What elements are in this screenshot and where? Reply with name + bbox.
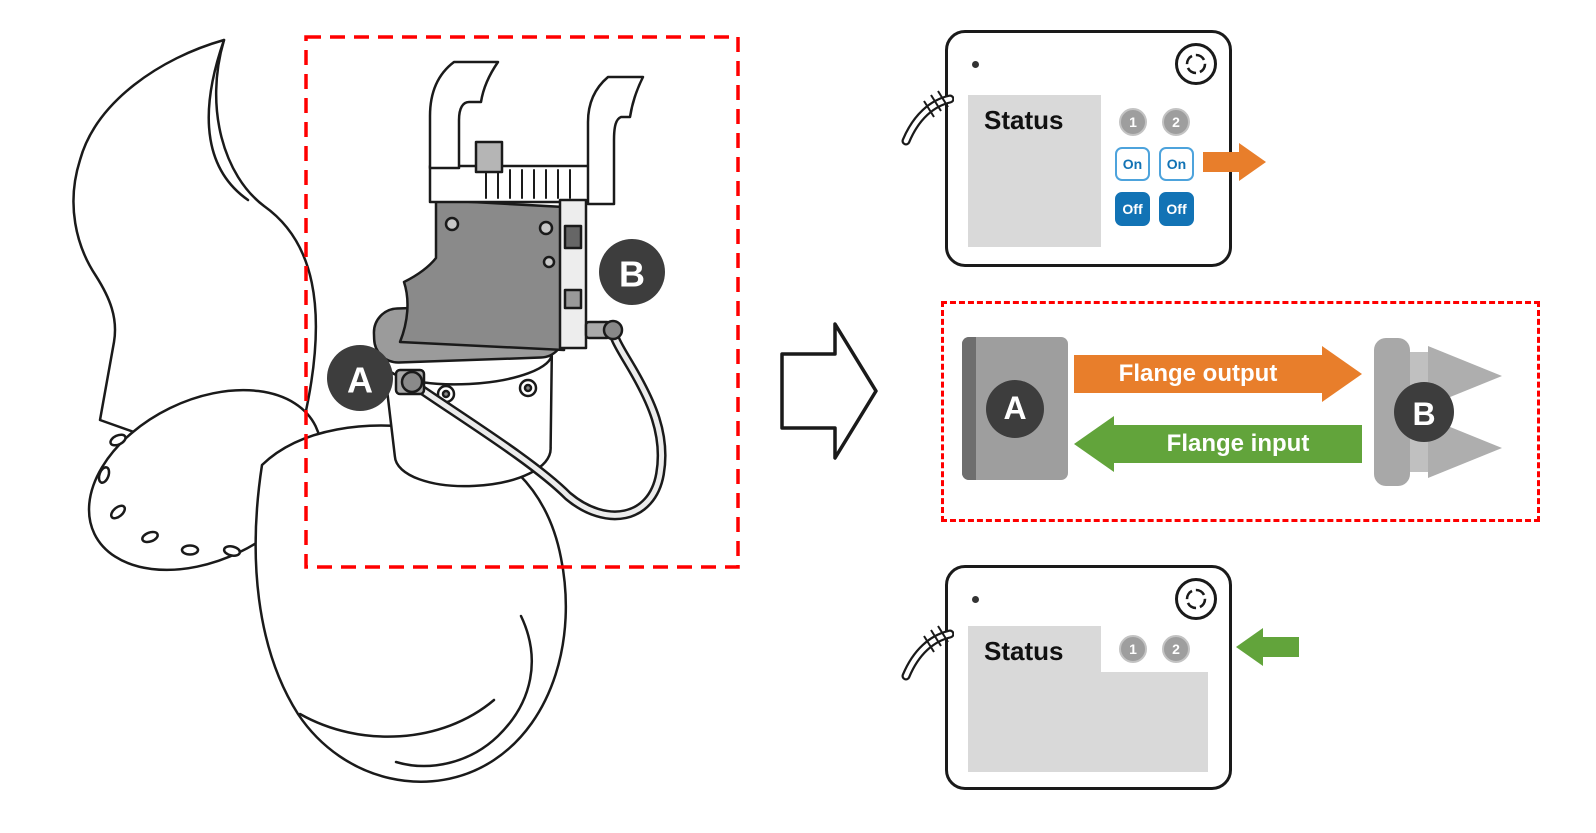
pendant-screen: Status 1 2 On On Off Off bbox=[968, 95, 1208, 247]
channel-2-on-button[interactable]: On bbox=[1159, 147, 1194, 181]
flange-connector-stripe bbox=[962, 337, 976, 480]
pendant-cable bbox=[901, 625, 954, 681]
connector-b-plug bbox=[584, 319, 624, 341]
channel-1-indicator: 1 bbox=[1119, 108, 1147, 136]
robot-upper-arm bbox=[72, 38, 318, 476]
flange-input-label: Flange input bbox=[1166, 430, 1310, 457]
teach-pendant-output: Status 1 2 On On Off Off bbox=[901, 30, 1232, 267]
status-label: Status bbox=[984, 636, 1064, 666]
channel-1-off-button[interactable]: Off bbox=[1115, 192, 1150, 226]
tool-flange-module: A bbox=[962, 337, 1068, 480]
status-label: Status bbox=[984, 105, 1064, 135]
label-b-badge: B bbox=[599, 239, 665, 305]
input-direction-arrow bbox=[1236, 628, 1299, 666]
gripper-module-icon: B bbox=[1374, 338, 1502, 486]
arrow-head-right bbox=[1322, 346, 1362, 402]
flange-io-diagram: A Flange output Flange input B bbox=[941, 301, 1540, 522]
svg-text:B: B bbox=[619, 254, 645, 295]
highlight-area-outline bbox=[304, 35, 740, 569]
io-panel: 1 2 bbox=[1101, 626, 1208, 672]
channel-2-off-button[interactable]: Off bbox=[1159, 192, 1194, 226]
flange-output-arrow: Flange output bbox=[1074, 346, 1362, 402]
svg-text:A: A bbox=[347, 360, 373, 401]
channel-2-indicator: 2 bbox=[1162, 635, 1190, 663]
io-panel: 1 2 On On Off Off bbox=[1101, 95, 1208, 247]
gripper-bracket bbox=[398, 198, 566, 352]
channel-1-on-button[interactable]: On bbox=[1115, 147, 1150, 181]
estop-ring-icon bbox=[1185, 588, 1207, 610]
teach-pendant-input: Status 1 2 bbox=[901, 565, 1232, 790]
connector-a bbox=[394, 368, 426, 396]
label-a-badge: A bbox=[327, 345, 393, 411]
label-b-badge: B bbox=[1412, 396, 1435, 432]
gripper-finger-left bbox=[428, 60, 500, 170]
flange-output-label: Flange output bbox=[1118, 360, 1278, 387]
wrist-contour-bottom bbox=[298, 698, 496, 738]
output-direction-arrow bbox=[1203, 143, 1266, 181]
emergency-stop-button[interactable] bbox=[1175, 43, 1217, 85]
pendant-cable bbox=[901, 90, 954, 146]
flange-screws bbox=[97, 433, 242, 557]
flange-input-arrow: Flange input bbox=[1074, 416, 1362, 472]
transition-arrow bbox=[780, 322, 878, 460]
wrist-contour-right bbox=[394, 614, 533, 768]
estop-ring-icon bbox=[1185, 53, 1207, 75]
flange-side-rail bbox=[558, 198, 588, 350]
robot-arm-contour bbox=[207, 38, 250, 202]
pendant-screen: Status 1 2 bbox=[968, 626, 1208, 772]
robot-arm-illustration: A B bbox=[72, 35, 740, 783]
emergency-stop-button[interactable] bbox=[1175, 578, 1217, 620]
gripper-finger-right bbox=[586, 75, 645, 206]
power-led bbox=[972, 596, 979, 603]
arrow-head-left bbox=[1074, 416, 1114, 472]
channel-1-indicator: 1 bbox=[1119, 635, 1147, 663]
label-a-badge: A bbox=[986, 379, 1044, 438]
channel-2-indicator: 2 bbox=[1162, 108, 1190, 136]
gripper-rack bbox=[428, 140, 614, 204]
power-led bbox=[972, 61, 979, 68]
